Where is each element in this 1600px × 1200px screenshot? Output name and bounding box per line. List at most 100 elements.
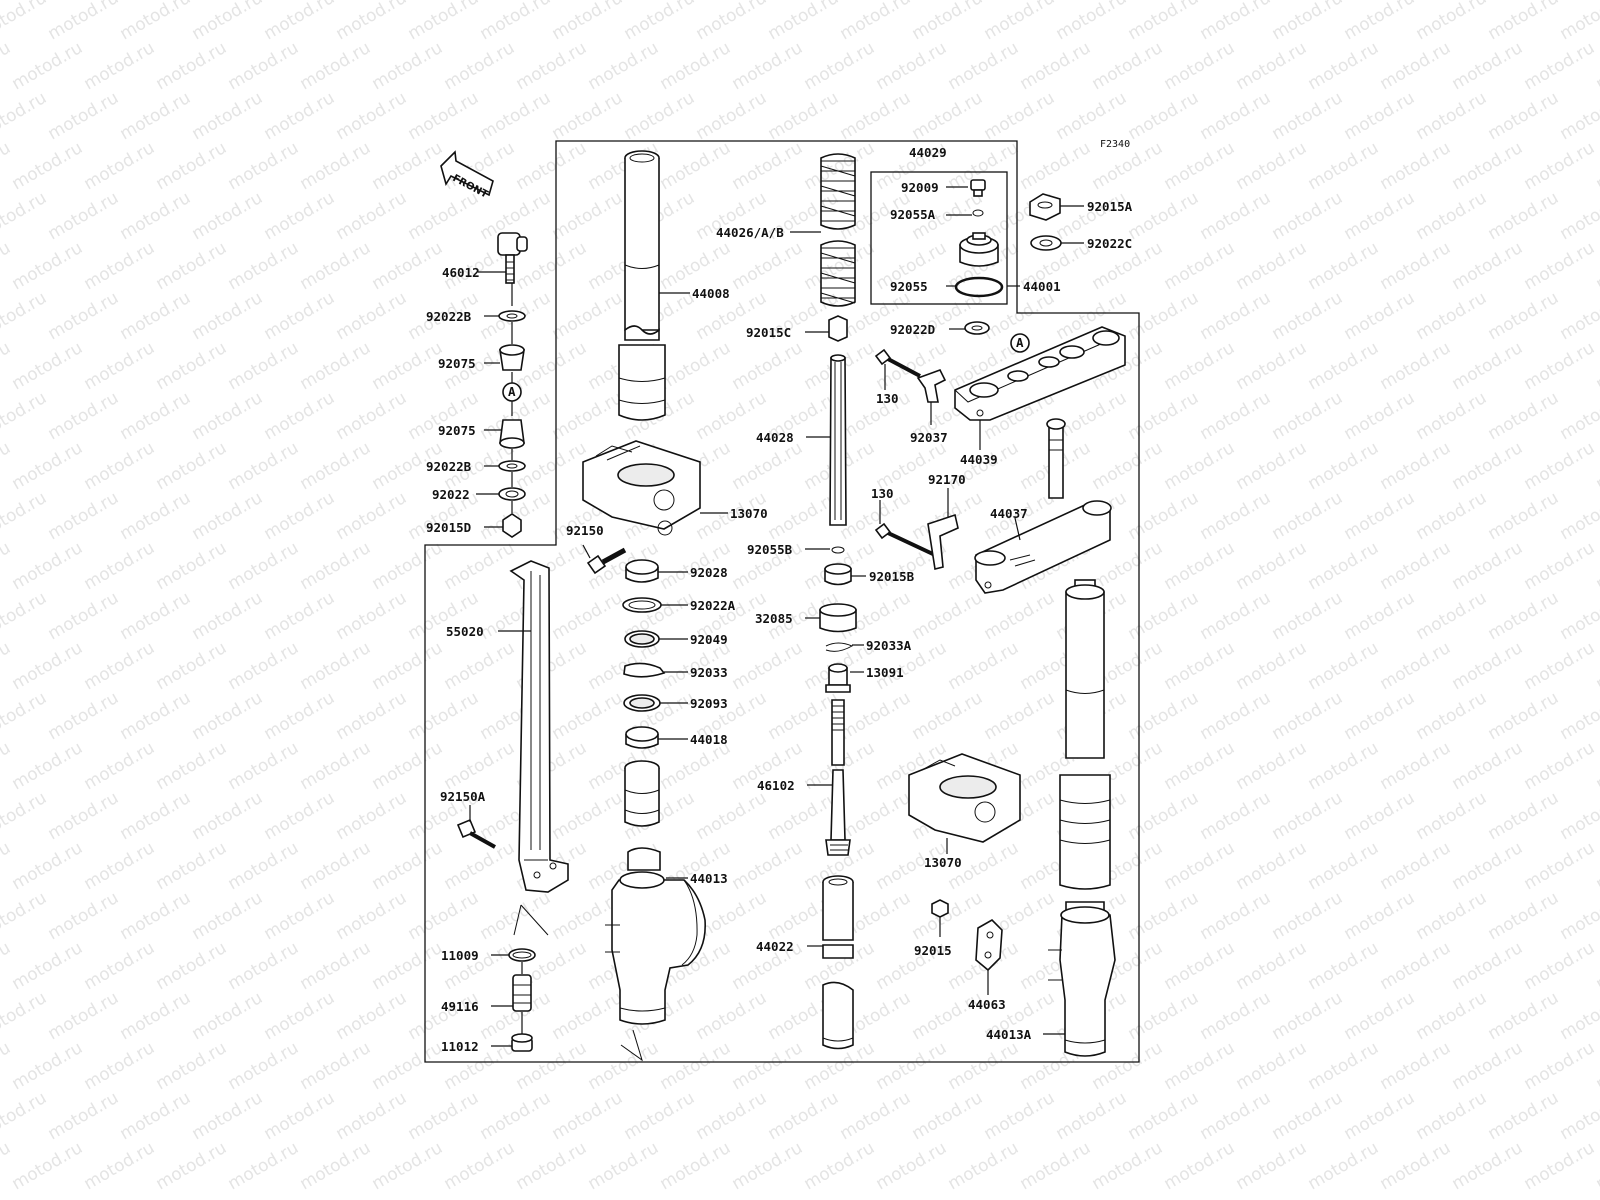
watermark-text: motod.ru — [189, 88, 267, 144]
watermark-text: motod.ru — [1557, 188, 1600, 244]
o-ring-92055b-icon — [831, 546, 845, 554]
watermark-text: motod.ru — [621, 1088, 699, 1144]
watermark-text: motod.ru — [45, 188, 123, 244]
watermark-text: motod.ru — [405, 0, 483, 44]
watermark-text: motod.ru — [1233, 938, 1311, 994]
watermark-text: motod.ru — [81, 1138, 159, 1194]
watermark-text: motod.ru — [1197, 0, 1275, 44]
watermark-text: motod.ru — [981, 88, 1059, 144]
watermark-text: motod.ru — [0, 788, 50, 844]
label-92022a: 92022A — [690, 598, 736, 613]
watermark-text: motod.ru — [549, 1088, 627, 1144]
bracket-92037-icon — [916, 369, 947, 403]
watermark-text: motod.ru — [1557, 0, 1600, 44]
watermark-text: motod.ru — [1485, 1088, 1563, 1144]
watermark-text: motod.ru — [1269, 888, 1347, 944]
watermark-text: motod.ru — [549, 88, 627, 144]
watermark-text: motod.ru — [189, 788, 267, 844]
watermark-text: motod.ru — [1125, 0, 1203, 44]
watermark-text: motod.ru — [1521, 1038, 1599, 1094]
watermark-text: motod.ru — [1485, 688, 1563, 744]
watermark-text: motod.ru — [81, 738, 159, 794]
watermark-text: motod.ru — [1305, 838, 1383, 894]
watermark-text: motod.ru — [297, 638, 375, 694]
watermark-text: motod.ru — [261, 88, 339, 144]
watermark-text: motod.ru — [1449, 438, 1527, 494]
watermark-text: motod.ru — [189, 988, 267, 1044]
watermark-text: motod.ru — [1413, 888, 1491, 944]
watermark-text: motod.ru — [801, 1138, 879, 1194]
watermark-text: motod.ru — [585, 38, 663, 94]
watermark-text: motod.ru — [1341, 888, 1419, 944]
watermark-text: motod.ru — [1305, 938, 1383, 994]
watermark-text: motod.ru — [0, 538, 14, 594]
watermark-text: motod.ru — [657, 38, 735, 94]
watermark-text: motod.ru — [153, 538, 231, 594]
watermark-text: motod.ru — [225, 38, 303, 94]
watermark-text: motod.ru — [45, 588, 123, 644]
watermark-text: motod.ru — [1413, 488, 1491, 544]
watermark-text: motod.ru — [1413, 288, 1491, 344]
watermark-text: motod.ru — [1449, 738, 1527, 794]
watermark-text: motod.ru — [693, 88, 771, 144]
watermark-text: motod.ru — [1341, 388, 1419, 444]
spring-44026-icon — [820, 153, 856, 307]
watermark-text: motod.ru — [225, 838, 303, 894]
watermark-text: motod.ru — [441, 538, 519, 594]
watermark-text: motod.ru — [153, 838, 231, 894]
watermark-text: motod.ru — [405, 88, 483, 144]
watermark-text: motod.ru — [1197, 288, 1275, 344]
watermark-text: motod.ru — [9, 1038, 87, 1094]
watermark-text: motod.ru — [909, 0, 987, 44]
watermark-text: motod.ru — [153, 738, 231, 794]
watermark-text: motod.ru — [585, 1138, 663, 1194]
watermark-text: motod.ru — [1593, 1038, 1600, 1094]
watermark-text: motod.ru — [1269, 0, 1347, 44]
watermark-text: motod.ru — [1449, 838, 1527, 894]
screw-92009-icon — [970, 179, 986, 197]
watermark-text: motod.ru — [1521, 338, 1599, 394]
label-44039: 44039 — [960, 452, 998, 467]
watermark-text: motod.ru — [549, 388, 627, 444]
watermark-text: motod.ru — [1341, 788, 1419, 844]
watermark-text: motod.ru — [1269, 288, 1347, 344]
label-92055: 92055 — [890, 279, 928, 294]
watermark-text: motod.ru — [0, 1138, 14, 1194]
watermark-text: motod.ru — [225, 738, 303, 794]
watermark-text: motod.ru — [441, 838, 519, 894]
watermark-text: motod.ru — [333, 588, 411, 644]
watermark-text: motod.ru — [0, 938, 14, 994]
watermark-text: motod.ru — [945, 38, 1023, 94]
watermark-text: motod.ru — [873, 1038, 951, 1094]
watermark-text: motod.ru — [189, 188, 267, 244]
watermark-text: motod.ru — [1053, 388, 1131, 444]
watermark-text: motod.ru — [1557, 388, 1600, 444]
watermark-text: motod.ru — [801, 38, 879, 94]
watermark-text: motod.ru — [297, 38, 375, 94]
watermark-text: motod.ru — [81, 538, 159, 594]
watermark-text: motod.ru — [369, 538, 447, 594]
watermark-text: motod.ru — [9, 38, 87, 94]
watermark-text: motod.ru — [1161, 538, 1239, 594]
watermark-text: motod.ru — [909, 688, 987, 744]
holder-44063-icon — [975, 919, 1003, 972]
watermark-text: motod.ru — [1017, 138, 1095, 194]
watermark-text: motod.ru — [117, 388, 195, 444]
watermark-text: motod.ru — [9, 638, 87, 694]
watermark-text: motod.ru — [369, 638, 447, 694]
watermark-text: motod.ru — [1233, 338, 1311, 394]
watermark-text: motod.ru — [153, 438, 231, 494]
watermark-text: motod.ru — [765, 688, 843, 744]
watermark-text: motod.ru — [981, 1088, 1059, 1144]
watermark-text: motod.ru — [261, 188, 339, 244]
diagram-frame — [424, 140, 1140, 1063]
lower-bracket-44037-icon — [974, 418, 1112, 594]
washer-92022b-icon — [498, 310, 526, 322]
watermark-text: motod.ru — [513, 1138, 591, 1194]
watermark-text: motod.ru — [765, 0, 843, 44]
watermark-text: motod.ru — [1017, 38, 1095, 94]
watermark-text: motod.ru — [1377, 1138, 1455, 1194]
watermark-text: motod.ru — [0, 588, 50, 644]
watermark-text: motod.ru — [1233, 738, 1311, 794]
label-92075-bot: 92075 — [438, 423, 476, 438]
